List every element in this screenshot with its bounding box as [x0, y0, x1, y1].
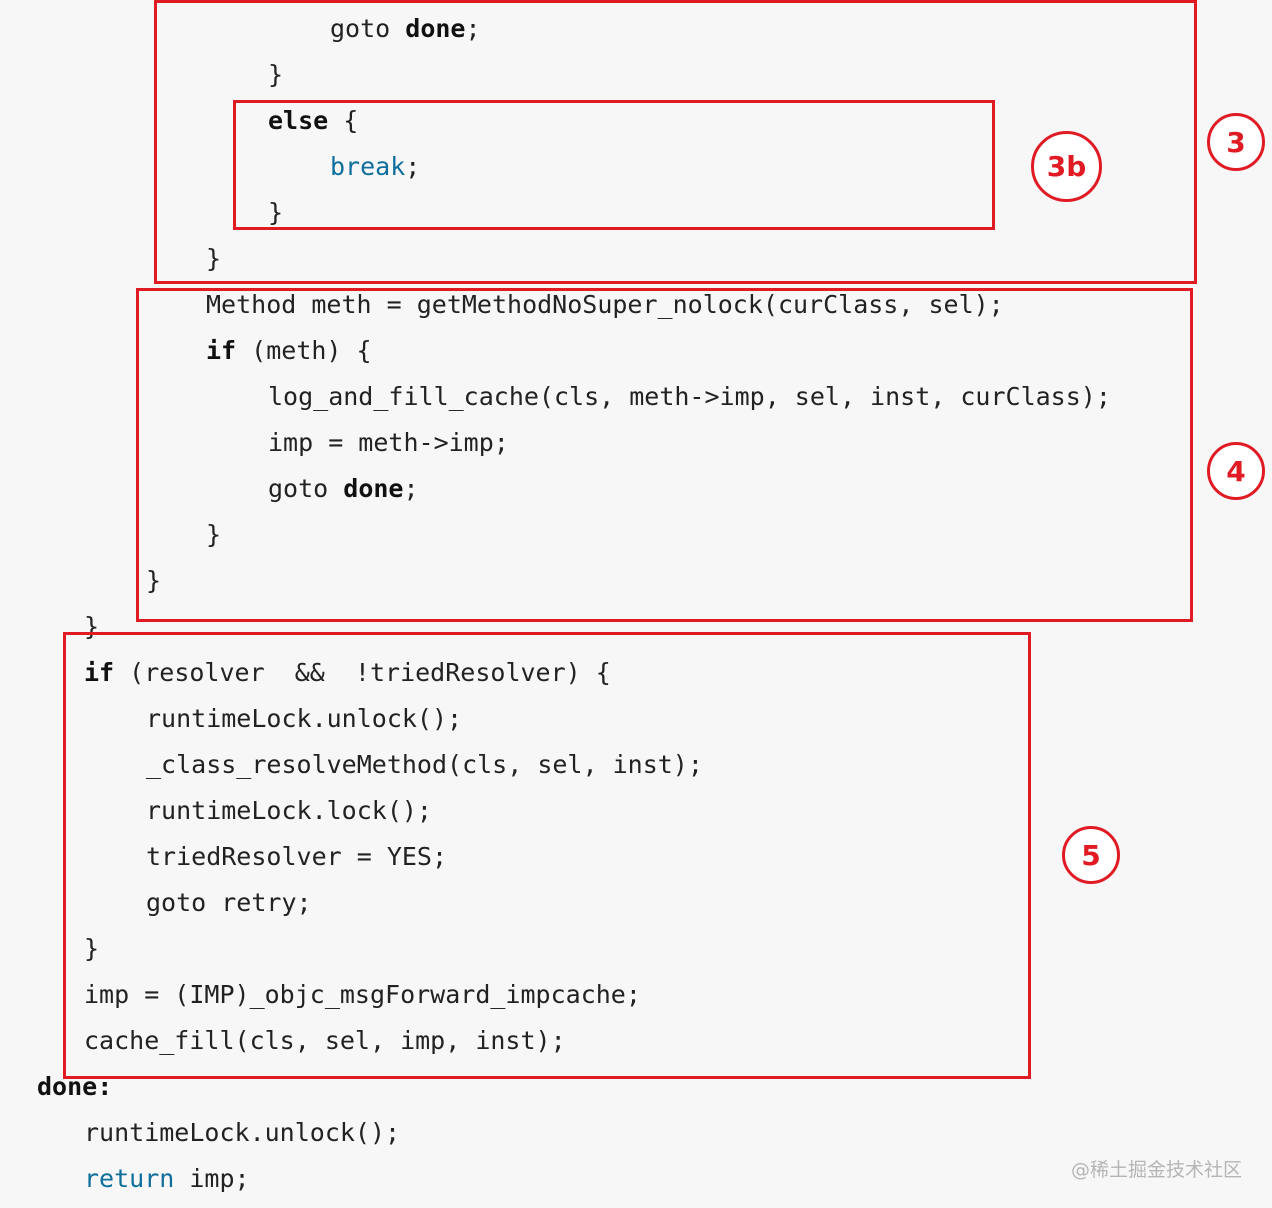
code-token: }: [84, 934, 100, 963]
code-token: imp = meth->imp;: [268, 428, 509, 457]
annotation-badge-4: 4: [1207, 442, 1265, 500]
code-token: runtimeLock.lock();: [146, 796, 432, 825]
code-token: done: [405, 14, 466, 43]
code-line: triedResolver = YES;: [146, 834, 447, 880]
code-line: }: [268, 52, 283, 98]
code-token: (resolver && !triedResolver) {: [114, 658, 611, 687]
code-token: }: [268, 198, 284, 227]
code-line: runtimeLock.lock();: [146, 788, 432, 834]
code-token: goto: [330, 14, 406, 43]
watermark-text: @稀土掘金技术社区: [1070, 1159, 1242, 1181]
code-token: done: [343, 474, 404, 503]
annotation-badge-5: 5: [1062, 826, 1120, 884]
code-line: break;: [330, 144, 420, 190]
annotation-box-3b: [233, 100, 995, 230]
code-token: ;: [405, 152, 421, 181]
code-line: cache_fill(cls, sel, imp, inst);: [84, 1018, 566, 1064]
code-token: goto retry;: [146, 888, 312, 917]
code-line: Method meth = getMethodNoSuper_nolock(cu…: [206, 282, 1004, 328]
code-token: runtimeLock.unlock();: [146, 704, 463, 733]
code-token: ;: [465, 14, 481, 43]
code-line: runtimeLock.unlock();: [146, 696, 462, 742]
code-token: else: [268, 106, 329, 135]
code-token: }: [206, 244, 222, 273]
code-line: }: [84, 926, 99, 972]
code-token: log_and_fill_cache(cls, meth->imp, sel, …: [268, 382, 1111, 411]
code-line: else {: [268, 98, 358, 144]
code-token: cache_fill(cls, sel, imp, inst);: [84, 1026, 566, 1055]
code-line: goto done;: [268, 466, 419, 512]
code-token: {: [328, 106, 359, 135]
code-token: triedResolver = YES;: [146, 842, 448, 871]
annotation-box-4: [136, 288, 1193, 622]
code-line: runtimeLock.unlock();: [84, 1110, 400, 1156]
annotation-badge-3: 3: [1207, 113, 1265, 171]
code-token: imp = (IMP)_objc_msgForward_impcache;: [84, 980, 641, 1009]
code-line: imp = (IMP)_objc_msgForward_impcache;: [84, 972, 641, 1018]
code-line: imp = meth->imp;: [268, 420, 509, 466]
code-token: }: [268, 60, 284, 89]
code-line: }: [146, 558, 161, 604]
code-token: (meth) {: [236, 336, 372, 365]
code-token: runtimeLock.unlock();: [84, 1118, 401, 1147]
annotation-badge-3b: 3b: [1031, 131, 1102, 202]
code-token: if: [84, 658, 115, 687]
code-line: log_and_fill_cache(cls, meth->imp, sel, …: [268, 374, 1111, 420]
code-token: imp;: [174, 1164, 250, 1193]
code-line: goto retry;: [146, 880, 312, 926]
code-token: ;: [403, 474, 419, 503]
code-line: return imp;: [84, 1156, 250, 1202]
code-line: goto done;: [330, 6, 481, 52]
code-line: }: [268, 190, 283, 236]
code-line: }: [206, 236, 221, 282]
code-line: if (meth) {: [206, 328, 372, 374]
annotation-box-5: [63, 632, 1031, 1079]
code-token: }: [206, 520, 222, 549]
code-token: Method meth = getMethodNoSuper_nolock(cu…: [206, 290, 1004, 319]
code-token: return: [84, 1164, 175, 1193]
code-line: if (resolver && !triedResolver) {: [84, 650, 611, 696]
code-token: break: [330, 152, 406, 181]
annotation-box-3: [154, 0, 1197, 284]
code-token: goto: [268, 474, 344, 503]
code-token: _class_resolveMethod(cls, sel, inst);: [146, 750, 703, 779]
code-line: _class_resolveMethod(cls, sel, inst);: [146, 742, 703, 788]
code-line: }: [206, 512, 221, 558]
code-token: if: [206, 336, 237, 365]
code-token: }: [146, 566, 162, 595]
